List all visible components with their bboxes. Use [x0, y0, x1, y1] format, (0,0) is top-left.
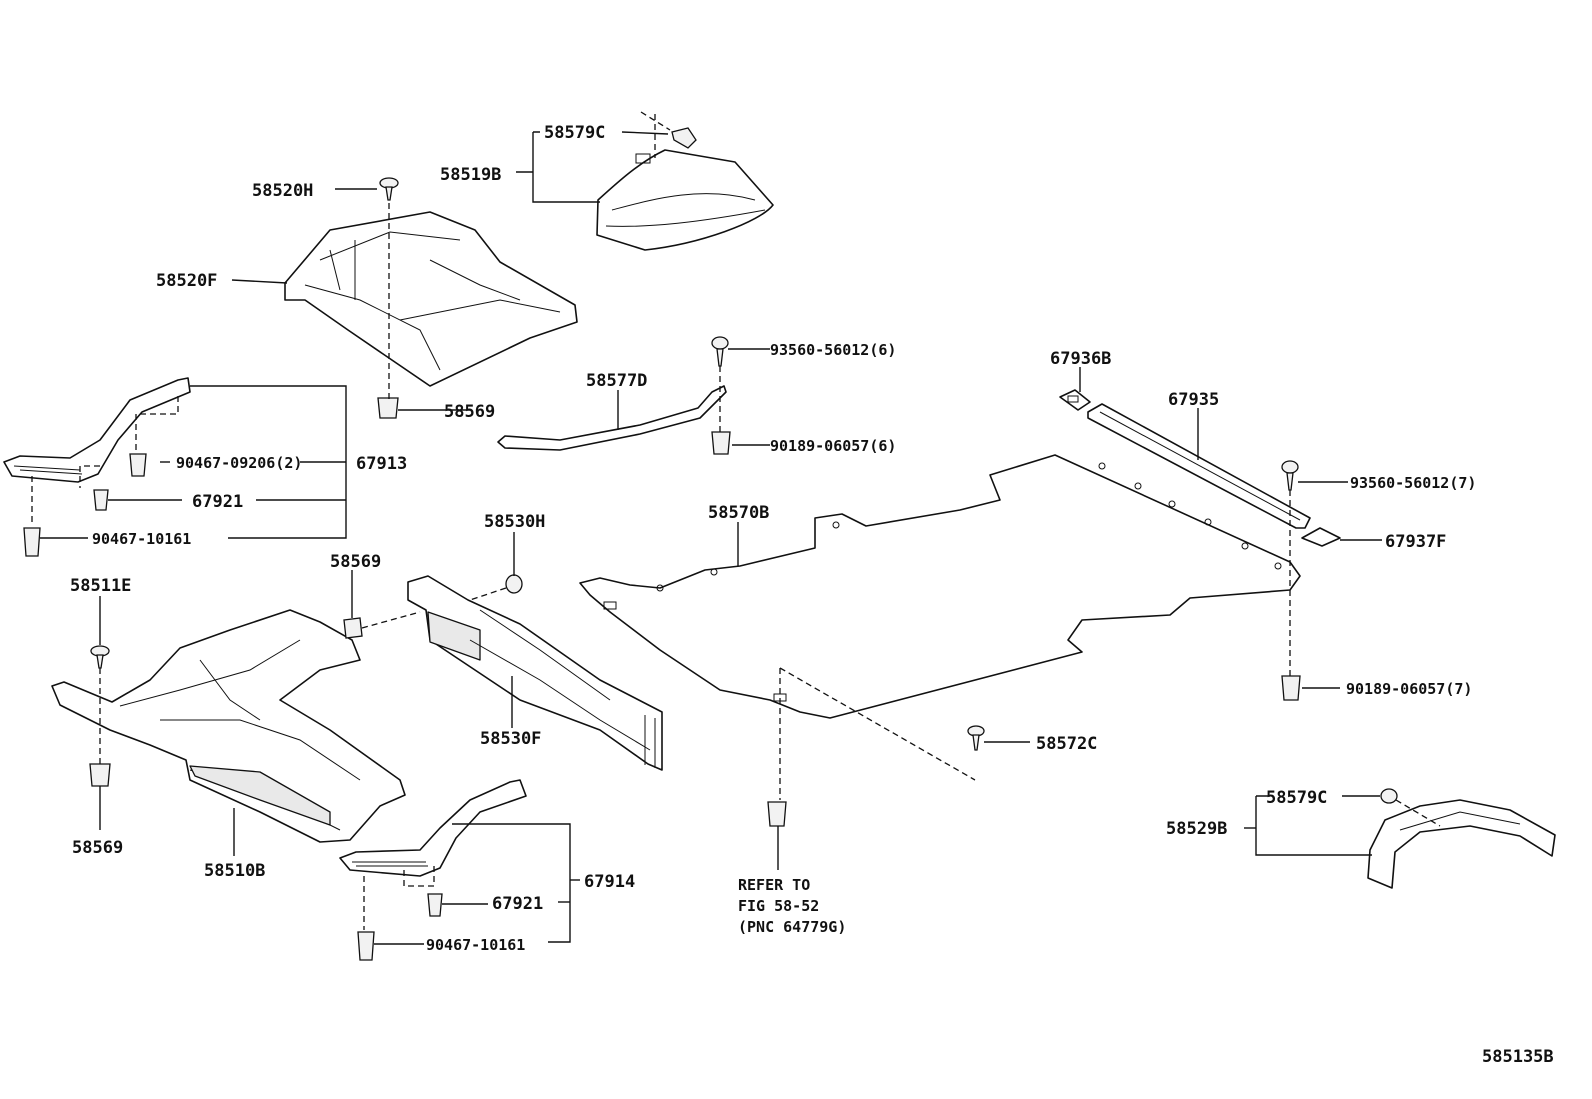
label-90189-06057-7: 90189-06057(7) [1346, 680, 1472, 698]
fastener-67921-b-icon [427, 893, 443, 917]
label-58529B: 58529B [1166, 819, 1227, 839]
fastener-90189-06057-7-icon [1281, 675, 1301, 701]
part-67936B [1059, 389, 1091, 411]
label-58520H: 58520H [252, 181, 313, 201]
fastener-refer-icon [767, 801, 787, 827]
label-58530H: 58530H [484, 512, 545, 532]
label-93560-56012-7: 93560-56012(7) [1350, 474, 1476, 492]
label-58572C: 58572C [1036, 734, 1097, 754]
label-67936B: 67936B [1050, 349, 1111, 369]
part-67914 [339, 779, 527, 877]
fastener-90189-06057-6-icon [711, 431, 731, 455]
label-58577D: 58577D [586, 371, 647, 391]
part-67913 [3, 377, 191, 483]
diagram-id: 585135B [1482, 1047, 1554, 1067]
label-58569-a: 58569 [444, 402, 495, 422]
label-67921-a: 67921 [192, 492, 243, 512]
fastener-90467-10161-b-icon [357, 931, 375, 961]
part-58510B [51, 609, 406, 843]
part-58570B [579, 454, 1301, 719]
fastener-58569-b-icon [343, 617, 363, 639]
fastener-58530H-icon [505, 574, 523, 594]
part-58530F [407, 575, 663, 771]
refer-note-line1: REFER TO [738, 876, 810, 894]
label-90467-10161-a: 90467-10161 [92, 530, 191, 548]
label-90189-06057-6: 90189-06057(6) [770, 437, 896, 455]
label-58569-b: 58569 [330, 552, 381, 572]
part-58520F [284, 211, 578, 387]
label-58570B: 58570B [708, 503, 769, 523]
label-58511E: 58511E [70, 576, 131, 596]
fastener-58579C-top-icon [671, 127, 697, 149]
fastener-58511E-icon [90, 645, 110, 669]
fastener-93560-56012-7-icon [1281, 460, 1299, 491]
part-58529B [1367, 799, 1556, 889]
fastener-58572C-icon [967, 725, 985, 751]
label-67913: 67913 [356, 454, 407, 474]
fastener-58520H-icon [379, 177, 399, 201]
label-58579C-top: 58579C [544, 123, 605, 143]
fastener-58579C-bottom-icon [1380, 788, 1398, 804]
fastener-90467-10161-a-icon [23, 527, 41, 557]
fastener-58569-c-icon [89, 763, 111, 787]
leader-lines [31, 111, 1441, 945]
label-58579C-bottom: 58579C [1266, 788, 1327, 808]
label-90467-10161-b: 90467-10161 [426, 936, 525, 954]
fastener-90467-09206-icon [129, 453, 147, 477]
label-67914: 67914 [584, 872, 635, 892]
label-58520F: 58520F [156, 271, 217, 291]
label-67921-b: 67921 [492, 894, 543, 914]
label-67937F: 67937F [1385, 532, 1446, 552]
label-58569-c: 58569 [72, 838, 123, 858]
refer-note-line3: (PNC 64779G) [738, 918, 846, 936]
fastener-58569-a-icon [377, 397, 399, 419]
label-67935: 67935 [1168, 390, 1219, 410]
label-58530F: 58530F [480, 729, 541, 749]
label-58519B: 58519B [440, 165, 501, 185]
fastener-67921-a-icon [93, 489, 109, 511]
part-67937F [1301, 527, 1341, 547]
refer-note-line2: FIG 58-52 [738, 897, 819, 915]
fastener-93560-56012-6-icon [711, 336, 729, 367]
part-58577D [497, 385, 727, 451]
part-67935 [1087, 403, 1311, 529]
part-labels: 58579C 58519B 58520H 58520F 58569 93560-… [70, 123, 1554, 1067]
label-90467-09206-2: 90467-09206(2) [176, 454, 302, 472]
label-93560-56012-6: 93560-56012(6) [770, 341, 896, 359]
label-58510B: 58510B [204, 861, 265, 881]
part-58519B [596, 149, 774, 251]
